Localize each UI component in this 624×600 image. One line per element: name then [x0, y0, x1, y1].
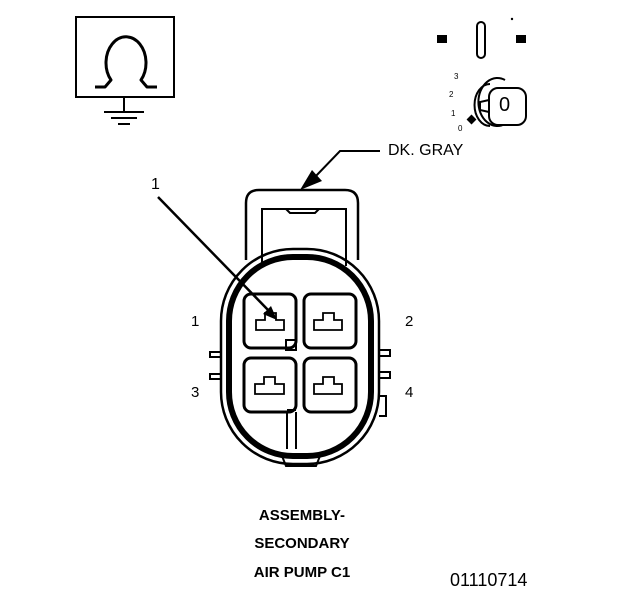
switch-position-3: 3 — [454, 72, 459, 81]
pin-number-4: 4 — [405, 384, 414, 401]
pin-number-3: 3 — [191, 384, 200, 401]
pin-number-2: 2 — [405, 313, 414, 330]
connector-housing — [209, 188, 391, 467]
callout-number: 1 — [151, 176, 160, 193]
connector-title-line-1: ASSEMBLY- — [258, 507, 346, 524]
wire-color-leader — [300, 150, 380, 190]
switch-position-2: 2 — [449, 90, 454, 99]
switch-key-label: 0 — [499, 94, 511, 116]
ignition-switch-icon — [437, 17, 527, 127]
wire-color-label: DK. GRAY — [388, 142, 464, 159]
ohm-meter-icon — [75, 16, 175, 98]
figure-code: 01110714 — [450, 570, 528, 590]
switch-position-1: 1 — [451, 109, 456, 118]
ground-icon — [104, 97, 144, 125]
connector-title-line-3: AIR PUMP C1 — [253, 564, 351, 581]
connector-title-line-2: SECONDARY — [254, 535, 350, 552]
switch-position-0: 0 — [458, 124, 463, 133]
pin-number-1: 1 — [191, 313, 200, 330]
